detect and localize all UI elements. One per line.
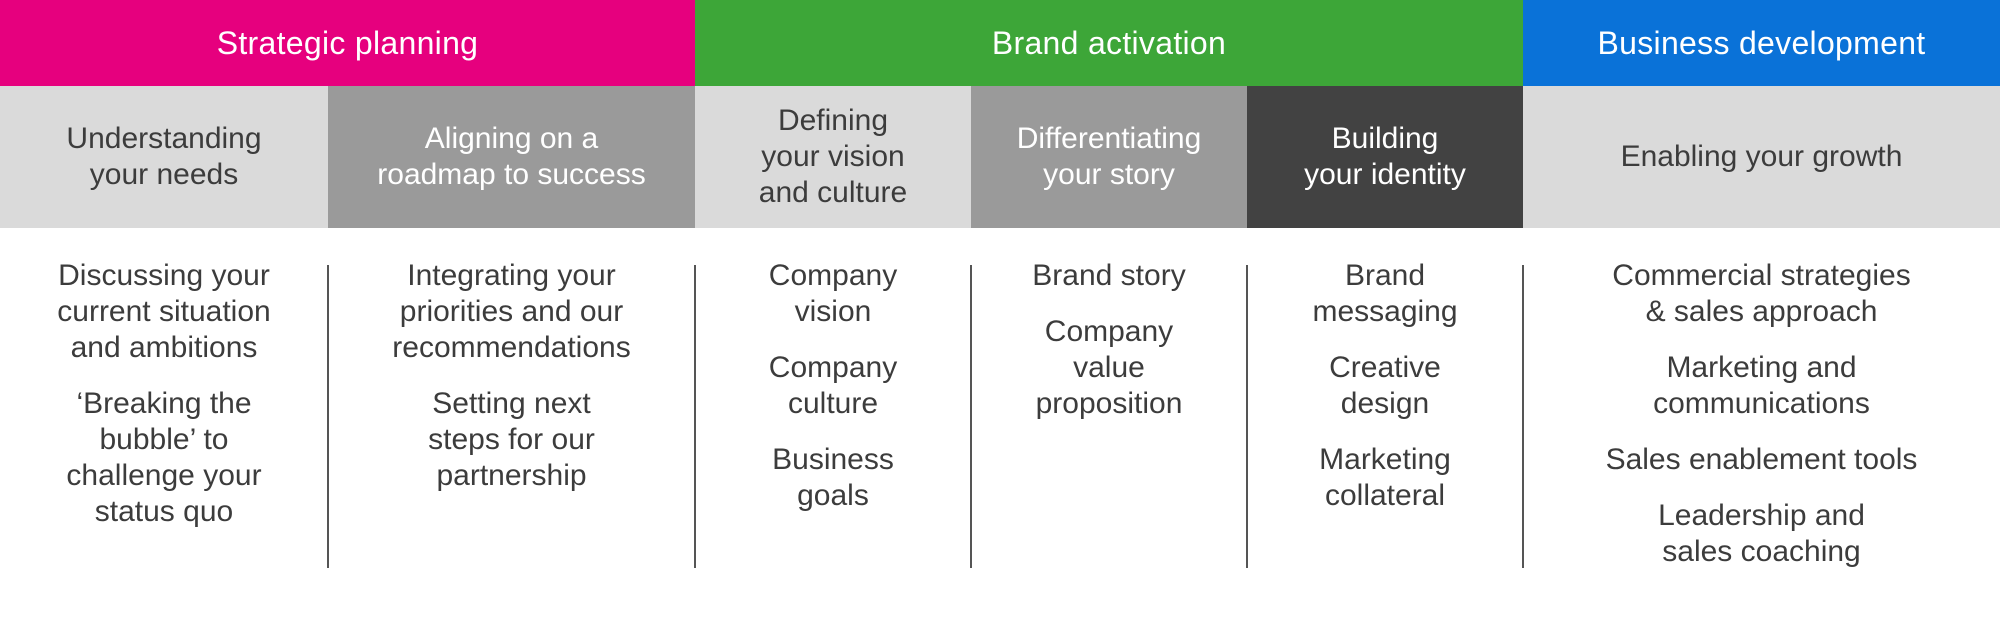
phase-label: Business development: [1597, 24, 1926, 61]
activity-item: Marketing and communications: [1653, 351, 1870, 420]
column-divider: [970, 265, 972, 568]
activity-item: Leadership and sales coaching: [1658, 499, 1865, 568]
column-divider: [1522, 265, 1524, 568]
stage-defining-vision: Defining your vision and culture: [695, 86, 971, 228]
stage-label: Differentiating your story: [1016, 122, 1202, 191]
activity-item: Company vision: [768, 259, 898, 328]
stage-label: Enabling your growth: [1620, 140, 1903, 173]
activity-item: Discussing your current situation and am…: [57, 259, 271, 364]
activity-item: Brand messaging: [1312, 259, 1458, 328]
activities-aligning-roadmap: Integrating your priorities and our reco…: [328, 258, 695, 514]
activities-defining-vision: Company vision Company culture Business …: [695, 258, 971, 534]
stage-label: Building your identity: [1304, 122, 1466, 191]
activity-item: Business goals: [772, 443, 894, 512]
activities-understanding-needs: Discussing your current situation and am…: [0, 258, 328, 550]
activity-item: Sales enablement tools: [1605, 443, 1918, 476]
phase-business-development: Business development: [1523, 0, 2000, 86]
phase-strategic-planning: Strategic planning: [0, 0, 695, 86]
stage-building-identity: Building your identity: [1247, 86, 1523, 228]
activity-item: Integrating your priorities and our reco…: [392, 259, 631, 364]
stage-label: Defining your vision and culture: [758, 104, 908, 209]
activity-item: Brand story: [1032, 259, 1186, 292]
column-divider: [694, 265, 696, 568]
stage-label: Understanding your needs: [66, 122, 262, 191]
activity-item: Setting next steps for our partnership: [428, 387, 595, 492]
column-divider: [1246, 265, 1248, 568]
activity-item: ‘Breaking the bubble’ to challenge your …: [66, 387, 262, 528]
activity-item: Company culture: [768, 351, 898, 420]
activities-building-identity: Brand messaging Creative design Marketin…: [1247, 258, 1523, 534]
phase-brand-activation: Brand activation: [695, 0, 1523, 86]
activity-item: Creative design: [1329, 351, 1441, 420]
activity-item: Commercial strategies & sales approach: [1612, 259, 1911, 328]
activities-enabling-growth: Commercial strategies & sales approach M…: [1523, 258, 2000, 590]
phase-label: Brand activation: [991, 24, 1227, 61]
activity-item: Company value proposition: [1035, 315, 1183, 420]
stage-understanding-needs: Understanding your needs: [0, 86, 328, 228]
stage-label: Aligning on a roadmap to success: [377, 122, 646, 191]
activities-differentiating-story: Brand story Company value proposition: [971, 258, 1247, 442]
column-divider: [327, 265, 329, 568]
stage-differentiating-story: Differentiating your story: [971, 86, 1247, 228]
stage-enabling-growth: Enabling your growth: [1523, 86, 2000, 228]
activity-item: Marketing collateral: [1319, 443, 1451, 512]
stage-aligning-roadmap: Aligning on a roadmap to success: [328, 86, 695, 228]
phase-label: Strategic planning: [216, 24, 479, 61]
